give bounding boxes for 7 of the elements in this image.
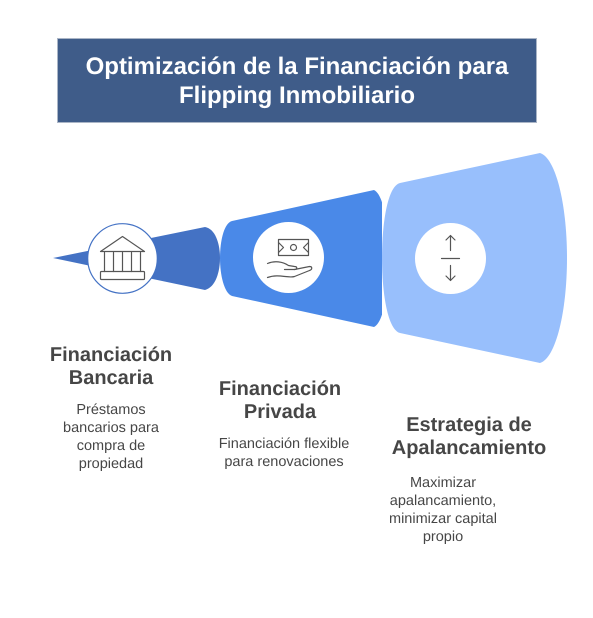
segment-description: Financiación flexible para renovaciones bbox=[218, 435, 350, 471]
segment-title: Financiación Privada bbox=[218, 378, 342, 424]
segment-title: Estrategia de Apalancamiento bbox=[390, 414, 548, 460]
segment-title: Financiación Bancaria bbox=[48, 344, 174, 390]
title-banner: Optimización de la Financiación para Flipping Inmobiliario bbox=[57, 38, 537, 123]
segment-description: Préstamos bancarios para compra de propiedad bbox=[62, 401, 160, 473]
segment-description: Maximizar apalancamiento, minimizar capital propio bbox=[388, 474, 498, 546]
